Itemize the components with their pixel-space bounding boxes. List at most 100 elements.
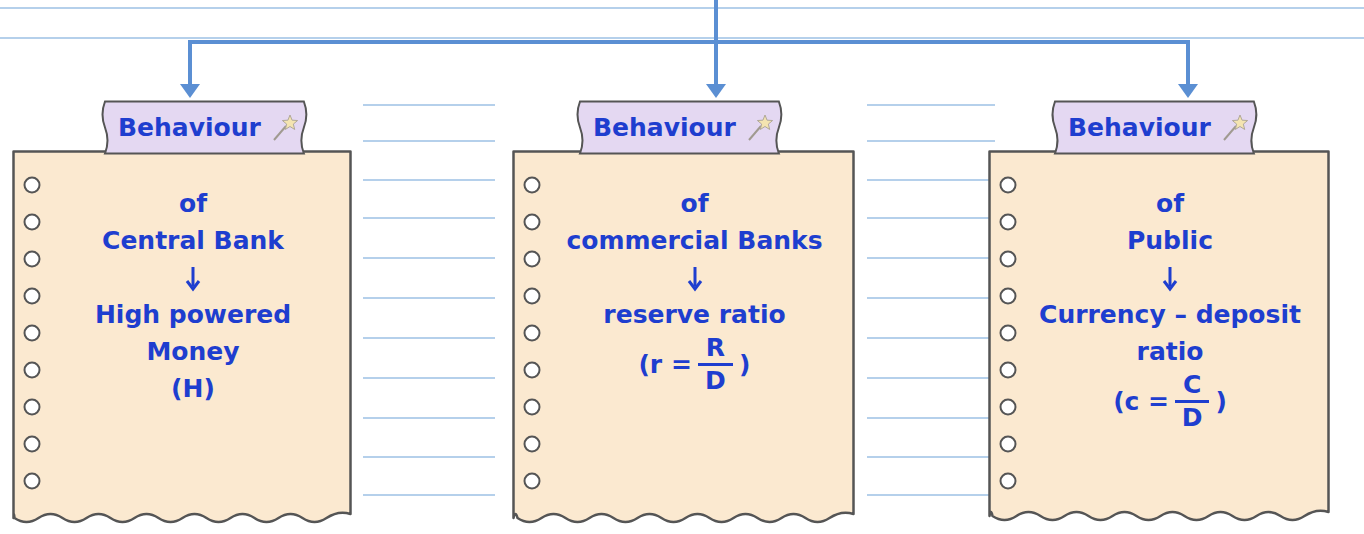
text-row: High powered Money [44, 296, 342, 370]
ruled-line [867, 456, 995, 457]
ruled-line [363, 297, 495, 298]
text-row: Currency – deposit ratio [1020, 296, 1320, 370]
binder-ring [525, 289, 540, 304]
text-row [1020, 259, 1320, 296]
tab-outline [578, 102, 782, 154]
card-text: Behaviour [118, 109, 261, 146]
text-row: Public [1020, 222, 1320, 259]
ruled-line [363, 140, 495, 141]
binder-ring [25, 474, 40, 489]
ruled-line [363, 104, 495, 105]
ruled-line [867, 494, 995, 495]
text-row: commercial Banks [544, 222, 845, 259]
ruled-line [363, 456, 495, 457]
fraction: CD [1175, 370, 1209, 433]
binder-ring [1001, 252, 1016, 267]
arrow-head [689, 281, 701, 289]
branch-line [190, 40, 1188, 44]
card-text: Central Bank [102, 222, 284, 259]
ruled-line [867, 140, 995, 141]
card-text: (c = [1113, 383, 1169, 420]
binder-ring [525, 252, 540, 267]
arrowhead [706, 84, 726, 98]
card-body: ofPublicCurrency – deposit ratio (c =CD) [1020, 185, 1320, 433]
binder-ring [25, 400, 40, 415]
ruled-line [867, 417, 995, 418]
arrowhead [1178, 84, 1198, 98]
binder-ring [25, 289, 40, 304]
text-row: (H) [44, 370, 342, 407]
binder-ring [1001, 437, 1016, 452]
card-text: D [705, 366, 726, 396]
paper-shape [514, 152, 854, 523]
binder-ring [525, 474, 540, 489]
arrowhead [180, 84, 200, 98]
tab-outline [103, 102, 307, 154]
branch-arrows [190, 0, 1188, 86]
ruled-line [867, 297, 995, 298]
card-text: of [1156, 185, 1184, 222]
note-card: BehaviourofPublicCurrency – deposit rati… [988, 150, 1330, 526]
card-text: D [1182, 403, 1203, 433]
ruled-line [363, 417, 495, 418]
ruled-line [867, 257, 995, 258]
ruled-line [867, 337, 995, 338]
fraction: RD [698, 333, 733, 396]
ruled-line [867, 179, 995, 180]
binder-ring [525, 363, 540, 378]
stem-line [714, 0, 718, 42]
text-row: of [44, 185, 342, 222]
card-text: R [698, 333, 733, 366]
ruled-line [867, 104, 995, 105]
down-arrow [183, 259, 203, 296]
arrow-shaft [1169, 267, 1172, 286]
wand-icon [744, 113, 774, 143]
arrow-shaft [192, 267, 195, 286]
ruled-line [363, 337, 495, 338]
card-text: ) [1215, 383, 1226, 420]
text-row [44, 259, 342, 296]
binder-ring [525, 326, 540, 341]
arrow-head [1164, 281, 1176, 289]
binder-ring [1001, 474, 1016, 489]
ruled-line [0, 7, 1364, 8]
wand-star [282, 115, 297, 129]
heading-tab: Behaviour [100, 100, 309, 155]
text-row: of [1020, 185, 1320, 222]
heading-tab: Behaviour [1050, 100, 1259, 155]
down-arrow [685, 259, 705, 296]
binder-ring [25, 252, 40, 267]
binder-ring [25, 215, 40, 230]
binder-ring [1001, 215, 1016, 230]
wand-star [757, 115, 772, 129]
heading-tab: Behaviour [575, 100, 784, 155]
card-text: High powered Money [62, 296, 324, 370]
ruled-line [867, 377, 995, 378]
card-text: of [680, 185, 708, 222]
card-text: Behaviour [593, 109, 736, 146]
branch-line [714, 42, 718, 86]
card-text: Behaviour [1068, 109, 1211, 146]
card-text: Currency – deposit ratio [1021, 296, 1319, 370]
arrow-head [187, 281, 199, 289]
text-row: Central Bank [44, 222, 342, 259]
binder-ring [525, 178, 540, 193]
binder-ring [1001, 400, 1016, 415]
ruled-line [363, 257, 495, 258]
paper-shape [990, 152, 1329, 521]
binder-ring [1001, 178, 1016, 193]
text-row: (r =RD) [544, 333, 845, 396]
ruled-line [867, 217, 995, 218]
wand-star [1232, 115, 1247, 129]
note-card: Behaviourofcommercial Banksreserve ratio… [512, 150, 855, 528]
ruled-line [363, 377, 495, 378]
card-text: ) [739, 346, 750, 383]
binder-ring [25, 326, 40, 341]
binder-ring [1001, 326, 1016, 341]
ruled-line [363, 494, 495, 495]
card-text: of [179, 185, 207, 222]
binder-ring [1001, 289, 1016, 304]
binder-ring [525, 400, 540, 415]
card-body: ofCentral BankHigh powered Money(H) [44, 185, 342, 407]
